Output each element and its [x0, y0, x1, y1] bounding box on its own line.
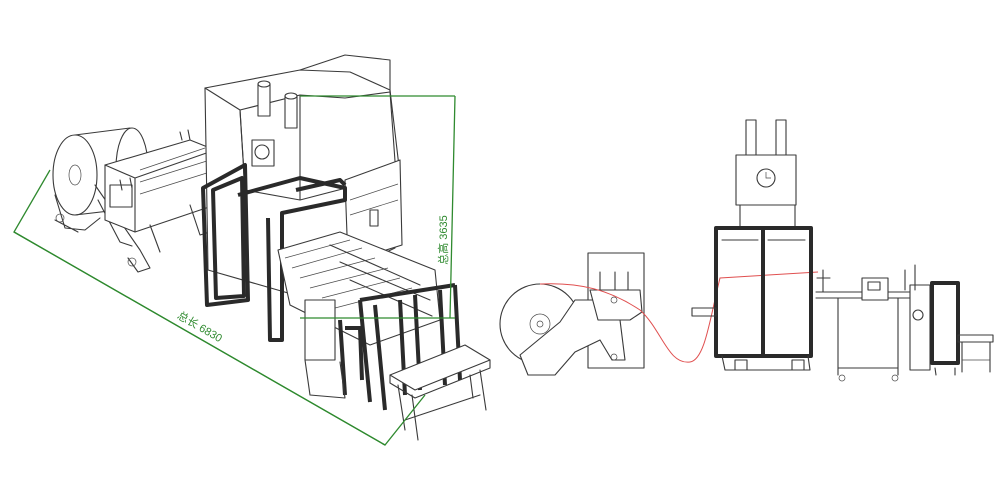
output-table [389, 344, 491, 441]
isometric-view: 总高 3635 总长 6830 [13, 54, 491, 446]
side-conveyor [815, 264, 931, 382]
side-stacker [930, 281, 960, 376]
side-press [691, 119, 813, 371]
material-strip [539, 271, 819, 363]
total-height-label: 总高 3635 [436, 215, 450, 265]
side-view [499, 119, 994, 382]
dimension-lines [13, 95, 456, 446]
side-table [957, 334, 994, 373]
straightener-feeder [104, 129, 216, 253]
safety-guard-frame [201, 163, 347, 342]
side-decoiler [499, 252, 645, 376]
conveyor-stacker [277, 231, 462, 411]
